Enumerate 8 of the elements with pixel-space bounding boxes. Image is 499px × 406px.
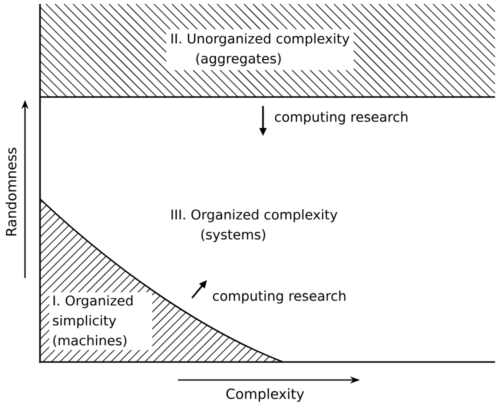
node-label: (aggregates) xyxy=(196,53,281,66)
axis-label: Randomness xyxy=(6,148,16,236)
arrow-label: computing research xyxy=(274,112,408,125)
node-label: II. Unorganized complexity xyxy=(172,33,350,46)
hatched-band: II. Unorganized complexity (aggregates) xyxy=(40,4,496,98)
node-label: I. Organized simplicity xyxy=(52,295,133,328)
axis-label: Complexity xyxy=(226,388,304,402)
node-label: (machines) xyxy=(53,335,126,348)
